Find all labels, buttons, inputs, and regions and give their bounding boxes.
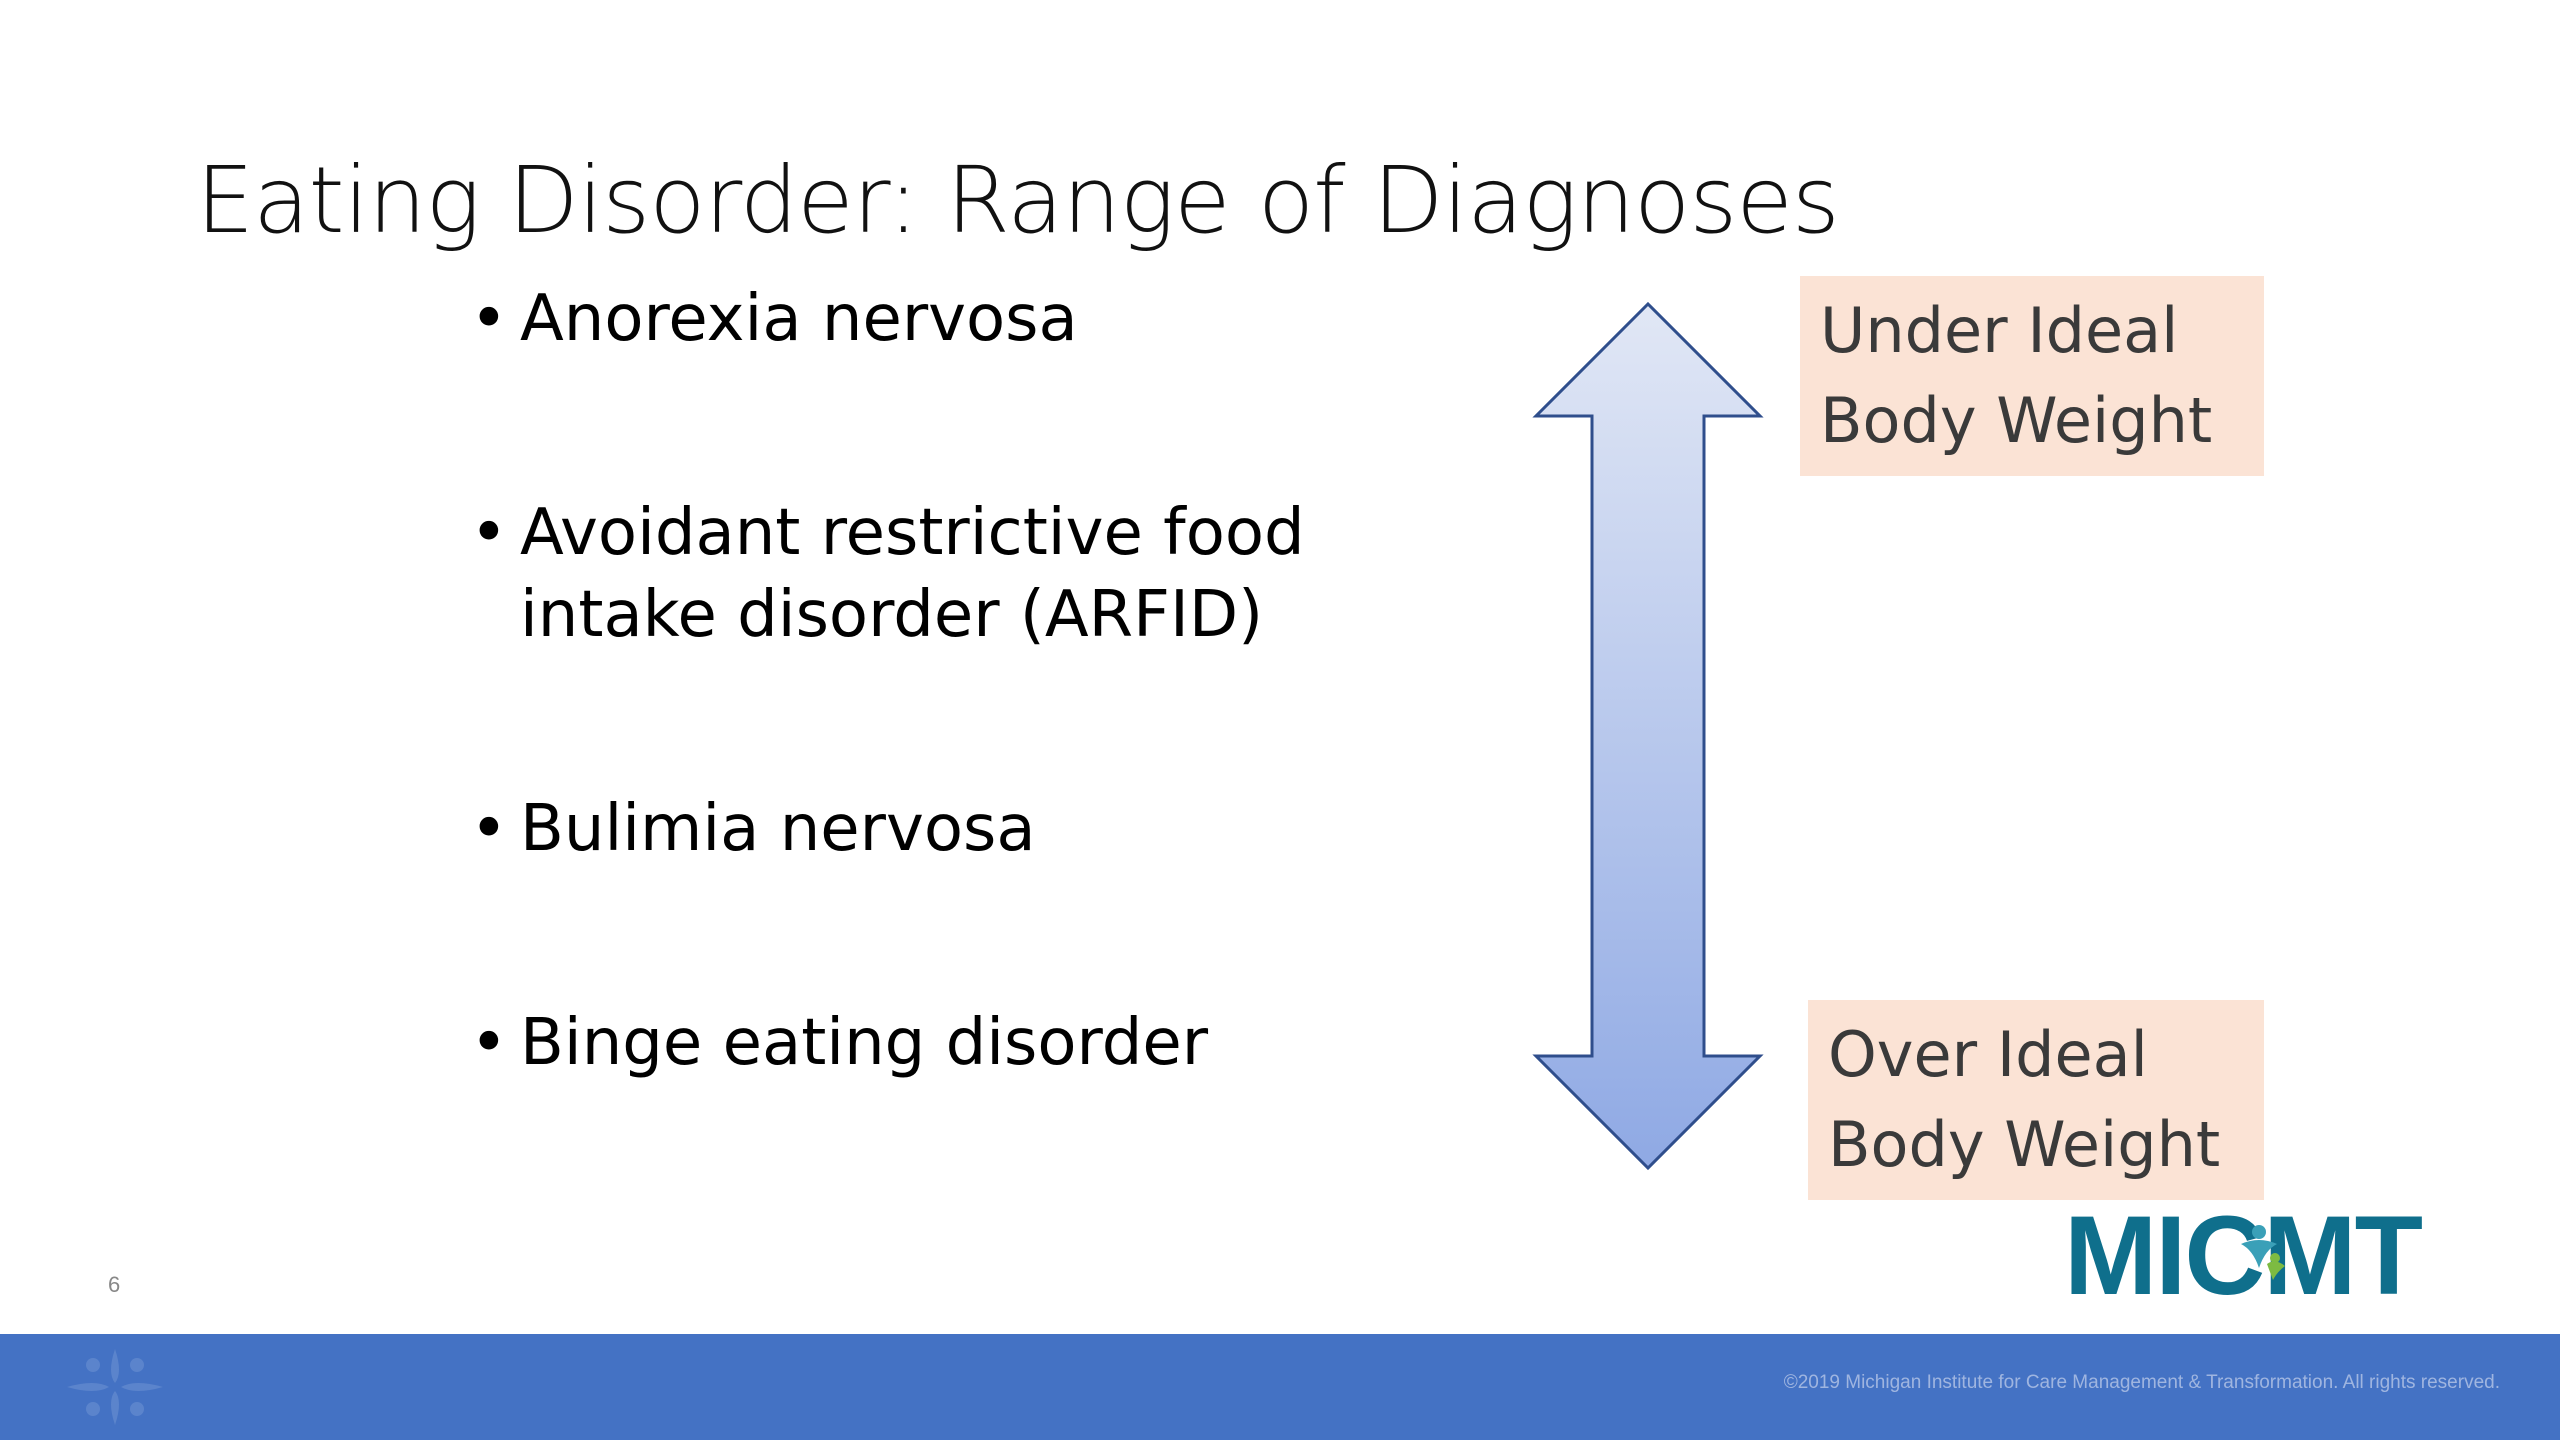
under-ideal-line1: Under Ideal [1820, 294, 2179, 367]
under-ideal-line2: Body Weight [1820, 384, 2213, 457]
over-ideal-line2: Body Weight [1828, 1108, 2221, 1181]
double-vertical-arrow-icon [1532, 301, 1764, 1171]
over-ideal-weight-label: Over Ideal Body Weight [1808, 1000, 2264, 1200]
copyright-notice: ©2019 Michigan Institute for Care Manage… [1783, 1372, 2500, 1393]
bullet-arfid: Avoidant restrictive food intake disorde… [470, 492, 1470, 656]
bullet-bulimia: Bulimia nervosa [470, 788, 1470, 870]
logo-text: MICMT [2064, 1200, 2423, 1300]
micmt-logo: MICMT [2064, 1200, 2425, 1300]
over-ideal-line1: Over Ideal [1828, 1018, 2148, 1091]
footer-emblem-icon [67, 1349, 163, 1425]
under-ideal-weight-label: Under Ideal Body Weight [1800, 276, 2264, 476]
page-number: 6 [108, 1272, 121, 1297]
slide-title: Eating Disorder: Range of Diagnoses [196, 147, 1840, 254]
logo-figures-icon [2241, 1225, 2285, 1280]
bullet-binge-eating: Binge eating disorder [470, 1002, 1470, 1084]
footer-bar [0, 1334, 2560, 1440]
bullet-anorexia: Anorexia nervosa [470, 278, 1470, 360]
